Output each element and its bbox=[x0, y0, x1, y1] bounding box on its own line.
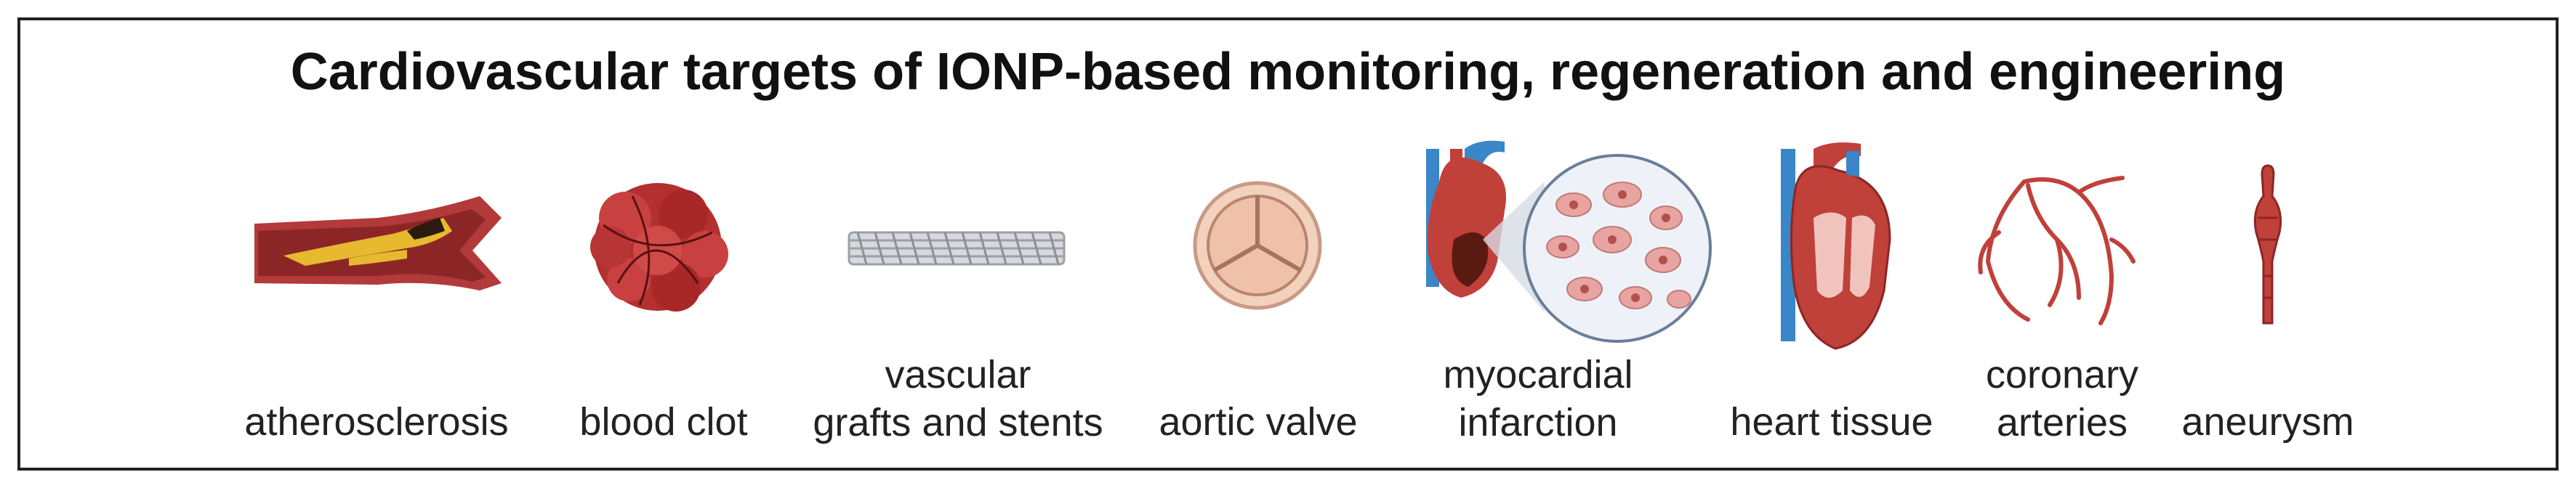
label-aneurysm: aneurysm bbox=[2181, 400, 2354, 444]
aneurysm-icon bbox=[2253, 164, 2282, 325]
coronary-arteries-icon bbox=[1978, 176, 2136, 325]
blood-clot-icon bbox=[590, 183, 728, 312]
aortic-valve-icon bbox=[1193, 181, 1322, 310]
label-aortic-valve: aortic valve bbox=[1159, 400, 1358, 444]
label-vascular-grafts-stents: vascular grafts and stents bbox=[813, 353, 1103, 444]
label-heart-tissue: heart tissue bbox=[1730, 400, 1933, 444]
heart-tissue-icon bbox=[1781, 142, 1891, 350]
stent-icon bbox=[848, 231, 1066, 266]
label-myocardial-infarction: myocardial infarction bbox=[1443, 353, 1633, 444]
label-blood-clot: blood clot bbox=[579, 400, 748, 444]
myocardial-infarction-icon bbox=[1426, 140, 1712, 343]
label-coronary-arteries: coronary arteries bbox=[1985, 353, 2139, 444]
label-atherosclerosis: atherosclerosis bbox=[244, 400, 509, 444]
atherosclerosis-icon bbox=[254, 196, 502, 290]
figure-title: Cardiovascular targets of IONP-based mon… bbox=[290, 43, 2286, 101]
